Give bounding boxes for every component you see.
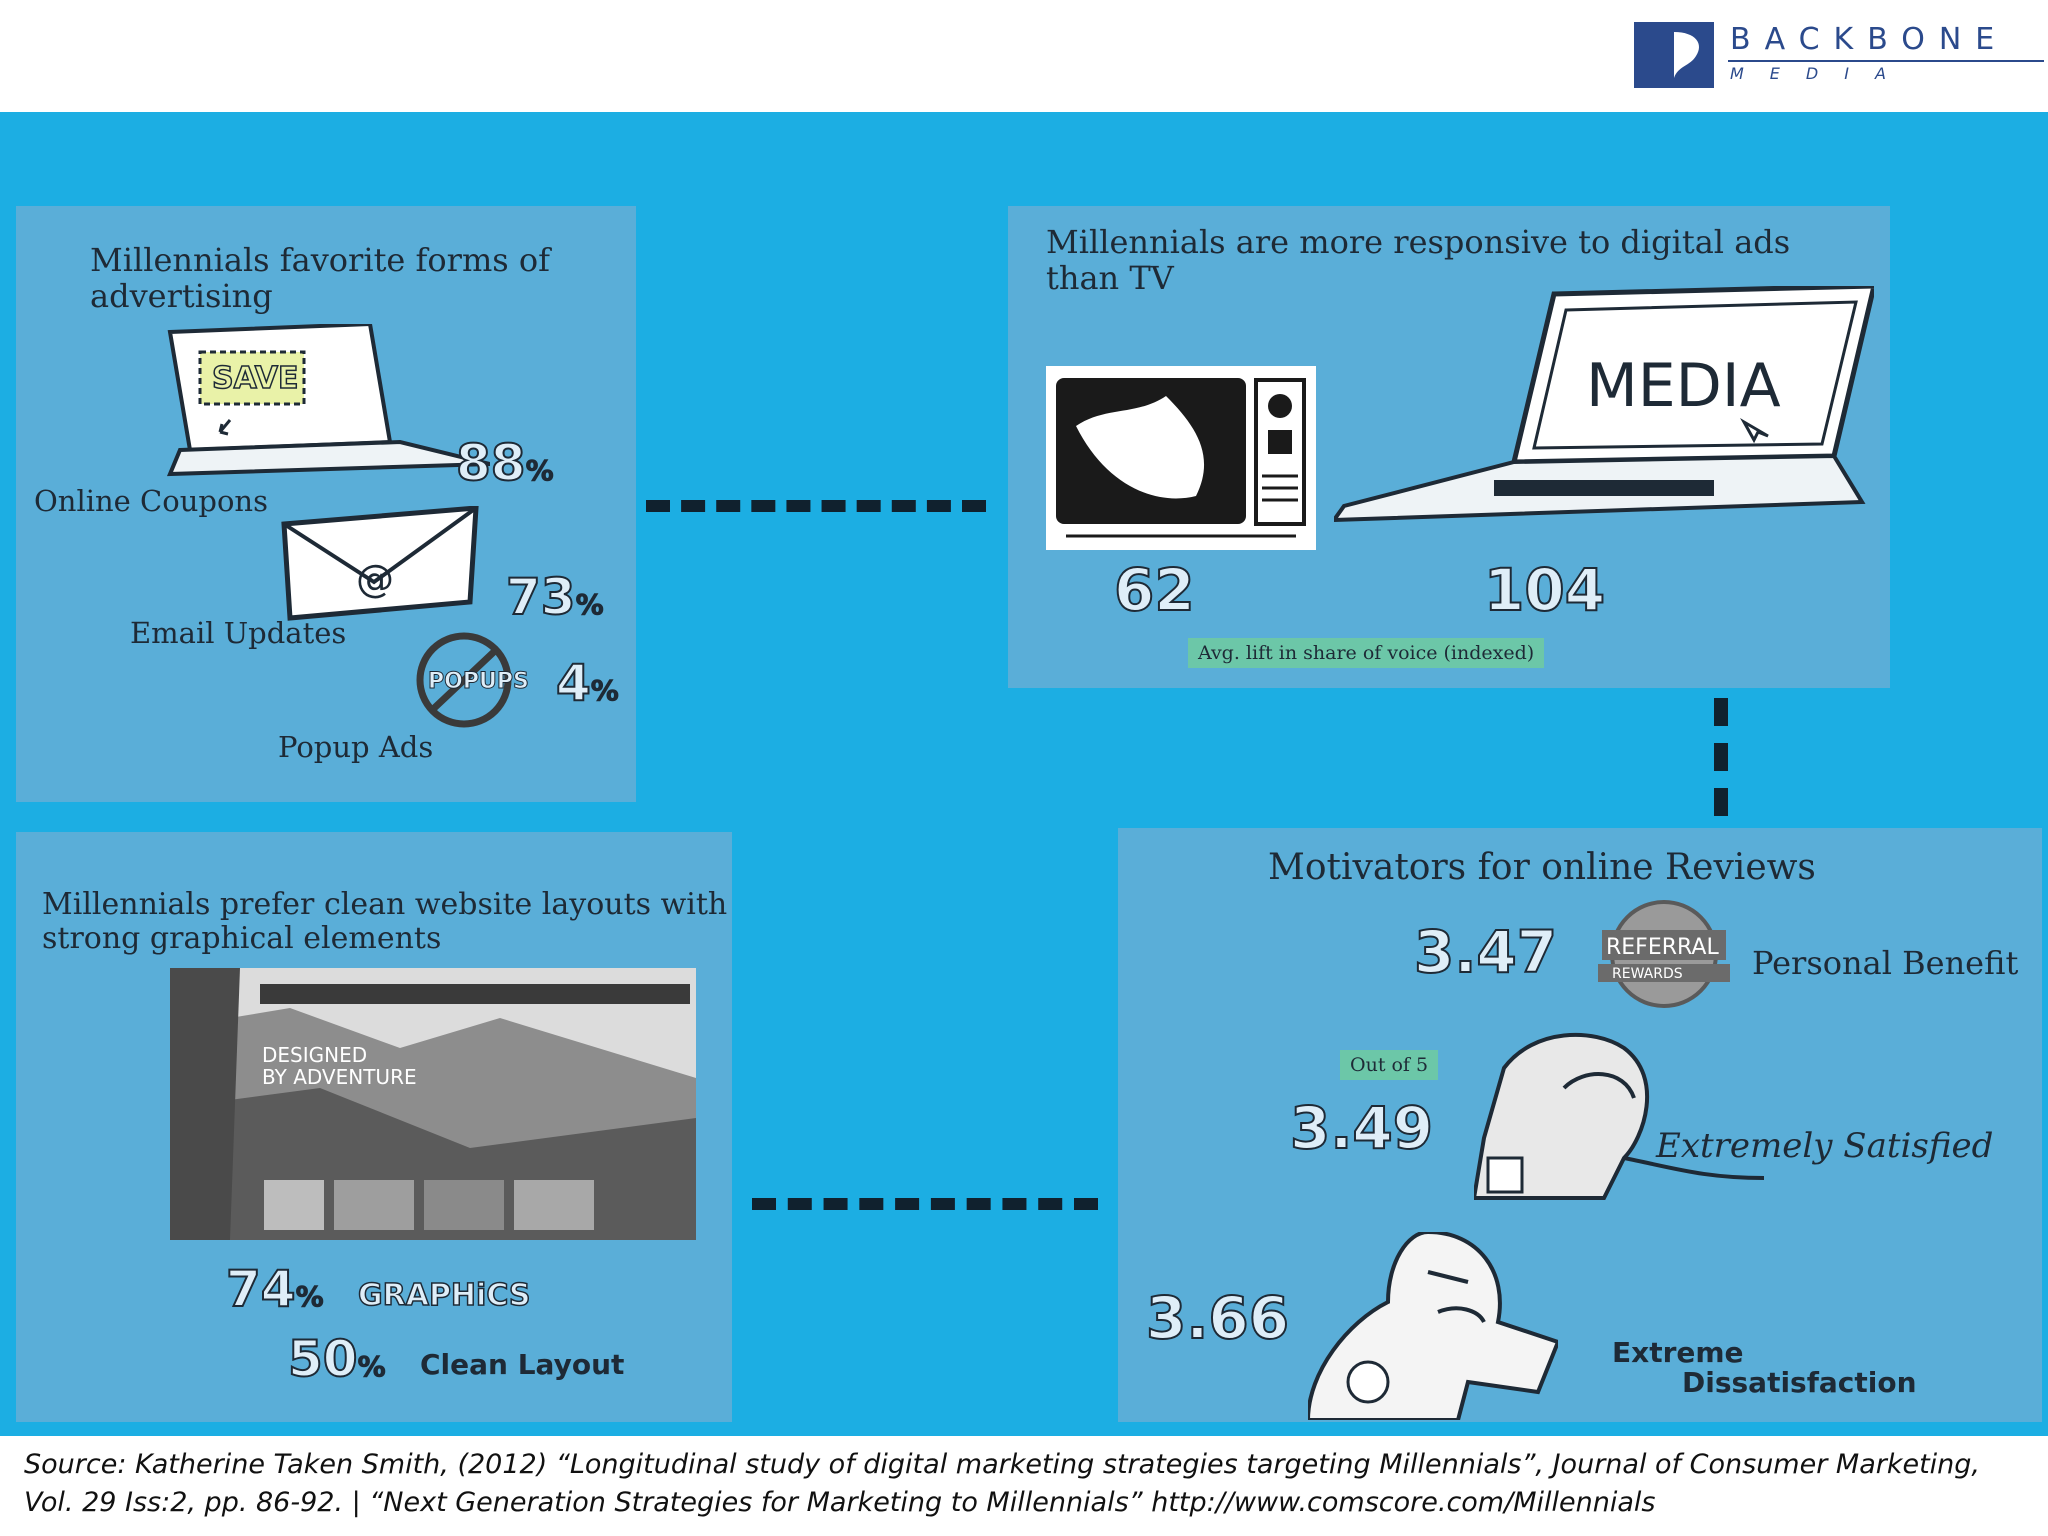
email-stat: 73% bbox=[505, 567, 604, 627]
panel-title: Millennials prefer clean website layouts… bbox=[42, 887, 728, 956]
popups-text: POPUPS bbox=[428, 669, 529, 694]
out-of-tag: Out of 5 bbox=[1340, 1050, 1439, 1080]
screenshot-headline-2: BY ADVENTURE bbox=[262, 1065, 417, 1089]
digital-lift-value: 104 bbox=[1483, 555, 1606, 625]
panel-favorite-advertising: Millennials favorite forms of advertisin… bbox=[16, 206, 636, 802]
svg-text:@: @ bbox=[356, 557, 394, 601]
personal-benefit-value: 3.47 bbox=[1413, 917, 1558, 987]
laptop-coupon-icon: SAVE bbox=[166, 324, 490, 477]
extreme-dissatisfaction-label-line1: Extreme bbox=[1612, 1336, 1744, 1369]
panel-review-motivators: Motivators for online Reviews 3.47 REFER… bbox=[1118, 828, 2042, 1422]
infographic-stage: Millennials favorite forms of advertisin… bbox=[0, 112, 2048, 1436]
connector-digital-reviews bbox=[1714, 698, 1728, 816]
laptop-media-icon: MEDIA bbox=[1334, 286, 1874, 523]
popups-stat: 4% bbox=[555, 653, 619, 713]
seal-text-bottom: REWARDS bbox=[1612, 966, 1683, 982]
extremely-satisfied-value: 3.49 bbox=[1289, 1093, 1434, 1163]
coupons-label: Online Coupons bbox=[34, 484, 268, 518]
satisfied-cartoon-icon bbox=[1474, 1032, 1764, 1200]
extreme-dissatisfaction-label-line2: Dissatisfaction bbox=[1682, 1366, 1917, 1399]
referral-rewards-seal-icon: REFERRAL REWARDS bbox=[1598, 900, 1730, 1008]
source-citation: Source: Katherine Taken Smith, (2012) “L… bbox=[24, 1449, 1981, 1518]
website-screenshot-image: DESIGNED BY ADVENTURE bbox=[170, 968, 696, 1240]
logo-text-backbone: BACKBONE bbox=[1730, 22, 2009, 57]
no-popups-icon: POPUPS bbox=[416, 632, 529, 728]
tv-icon bbox=[1046, 366, 1316, 550]
clean-layout-stat: 50% bbox=[287, 1329, 386, 1389]
connector-layouts-reviews bbox=[752, 1198, 1098, 1210]
coupons-stat: 88% bbox=[455, 433, 554, 493]
email-envelope-icon: @ bbox=[281, 506, 479, 621]
logo-divider bbox=[1728, 60, 2044, 62]
graphics-label: GRAPHiCS bbox=[357, 1277, 531, 1314]
panel-title: Millennials are more responsive to digit… bbox=[1046, 223, 1791, 297]
coupon-text: SAVE bbox=[212, 361, 299, 396]
logo-mark-icon bbox=[1634, 22, 1714, 88]
personal-benefit-label: Personal Benefit bbox=[1752, 944, 2019, 982]
clean-layout-label: Clean Layout bbox=[420, 1348, 625, 1381]
connector-advertising-digital bbox=[646, 500, 986, 512]
media-screen-text: MEDIA bbox=[1586, 351, 1781, 421]
seal-text-top: REFERRAL bbox=[1606, 935, 1719, 960]
extremely-satisfied-label: Extremely Satisfied bbox=[1656, 1126, 1994, 1166]
email-label: Email Updates bbox=[130, 616, 347, 650]
extreme-dissatisfaction-value: 3.66 bbox=[1145, 1283, 1290, 1353]
lift-note-tag: Avg. lift in share of voice (indexed) bbox=[1188, 638, 1545, 668]
panel-clean-layouts: Millennials prefer clean website layouts… bbox=[16, 832, 732, 1422]
popups-label: Popup Ads bbox=[278, 730, 434, 764]
graphics-stat: 74% bbox=[225, 1259, 324, 1319]
panel-digital-vs-tv: Millennials are more responsive to digit… bbox=[1008, 206, 1890, 688]
panel-title: Millennials favorite forms of advertisin… bbox=[90, 241, 550, 315]
backbone-media-logo: BACKBONE MEDIA bbox=[1634, 22, 2044, 88]
logo-text-media: MEDIA bbox=[1730, 64, 1912, 83]
screenshot-headline-1: DESIGNED bbox=[262, 1043, 367, 1067]
panel-title: Motivators for online Reviews bbox=[1268, 847, 1816, 888]
dissatisfied-cartoon-icon bbox=[1308, 1232, 1558, 1420]
tv-lift-value: 62 bbox=[1113, 555, 1196, 625]
